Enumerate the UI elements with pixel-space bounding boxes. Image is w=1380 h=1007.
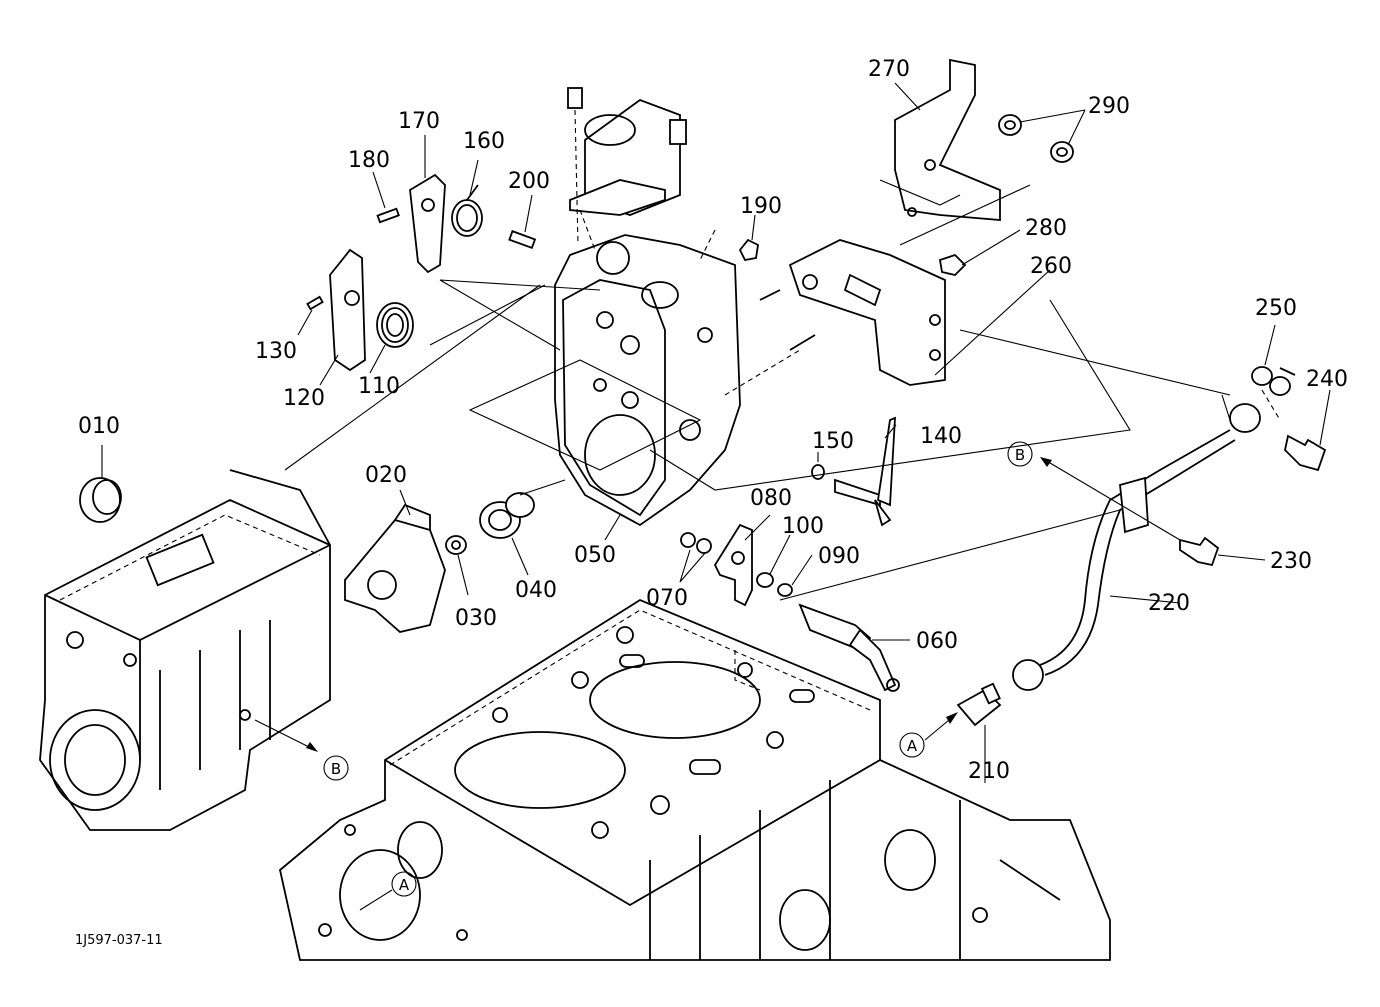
- label-160: 160: [463, 129, 505, 154]
- part-220-pipe: [1012, 403, 1261, 691]
- part-labels: 010 020 030 040 050 060 070 080 090 100 …: [78, 57, 1348, 784]
- label-200: 200: [508, 169, 550, 194]
- label-260: 260: [1030, 254, 1072, 279]
- label-120: 120: [283, 386, 325, 411]
- label-130: 130: [255, 339, 297, 364]
- label-110: 110: [358, 374, 400, 399]
- label-180: 180: [348, 148, 390, 173]
- label-090: 090: [818, 544, 860, 569]
- part-260-bracket: [759, 239, 946, 386]
- label-240: 240: [1306, 367, 1348, 392]
- label-230: 230: [1270, 549, 1312, 574]
- label-060: 060: [916, 629, 958, 654]
- part-080-plate: [713, 523, 753, 607]
- label-050: 050: [574, 543, 616, 568]
- part-020-lever: [344, 503, 446, 633]
- part-120-plate: [329, 248, 366, 372]
- gear-case-housing: [39, 469, 331, 831]
- part-090-spring: [777, 583, 793, 597]
- part-160-spring: [451, 184, 483, 237]
- label-220: 220: [1148, 591, 1190, 616]
- part-050-governor-housing: [554, 234, 741, 527]
- ref-b-pipe: B: [1007, 441, 1033, 467]
- label-270: 270: [868, 57, 910, 82]
- part-210-connector: [956, 682, 1002, 727]
- leader-lines: [101, 82, 1331, 911]
- part-240-bolt: [1284, 434, 1327, 472]
- part-150-oring: [811, 464, 825, 480]
- label-290: 290: [1088, 94, 1130, 119]
- drawing-number: 1J597-037-11: [75, 933, 163, 948]
- label-100: 100: [782, 514, 824, 539]
- ref-b-pipe-label: B: [1015, 446, 1025, 464]
- ref-a-block: A: [391, 871, 417, 897]
- part-270-bracket: [894, 58, 1001, 221]
- label-190: 190: [740, 194, 782, 219]
- label-020: 020: [365, 463, 407, 488]
- solenoid: [567, 87, 687, 246]
- part-170-plate: [409, 173, 446, 274]
- part-130-pin: [306, 295, 324, 311]
- label-210: 210: [968, 759, 1010, 784]
- part-010-cap: [79, 477, 122, 523]
- part-040-seal: [479, 492, 535, 539]
- label-070: 070: [646, 586, 688, 611]
- part-200-pin: [508, 230, 537, 250]
- label-150: 150: [812, 429, 854, 454]
- part-110-spring: [376, 302, 414, 348]
- label-030: 030: [455, 606, 497, 631]
- part-250-washers: [1251, 366, 1296, 396]
- ref-a-connector-label: A: [907, 737, 918, 755]
- label-080: 080: [750, 486, 792, 511]
- label-040: 040: [515, 578, 557, 603]
- label-250: 250: [1255, 296, 1297, 321]
- ref-b-gearcase-label: B: [331, 760, 341, 778]
- ref-a-connector: A: [899, 732, 925, 758]
- part-230-bolt: [1179, 536, 1220, 567]
- part-290-nut-b: [1050, 141, 1074, 163]
- part-280-fitting: [938, 253, 967, 276]
- label-170: 170: [398, 109, 440, 134]
- part-190-fitting: [738, 238, 759, 262]
- engine-block: [279, 598, 1111, 961]
- ref-b-gearcase: B: [323, 755, 349, 781]
- part-030-washer: [445, 535, 467, 555]
- part-060-shaft: [798, 603, 900, 692]
- part-100-washer: [756, 572, 774, 588]
- label-280: 280: [1025, 216, 1067, 241]
- label-140: 140: [920, 424, 962, 449]
- part-290-nut-a: [998, 114, 1022, 136]
- label-010: 010: [78, 414, 120, 439]
- part-070-orings: [680, 532, 712, 554]
- part-140-lever: [834, 416, 896, 527]
- part-180-pin: [376, 207, 400, 224]
- ref-a-block-label: A: [399, 876, 410, 894]
